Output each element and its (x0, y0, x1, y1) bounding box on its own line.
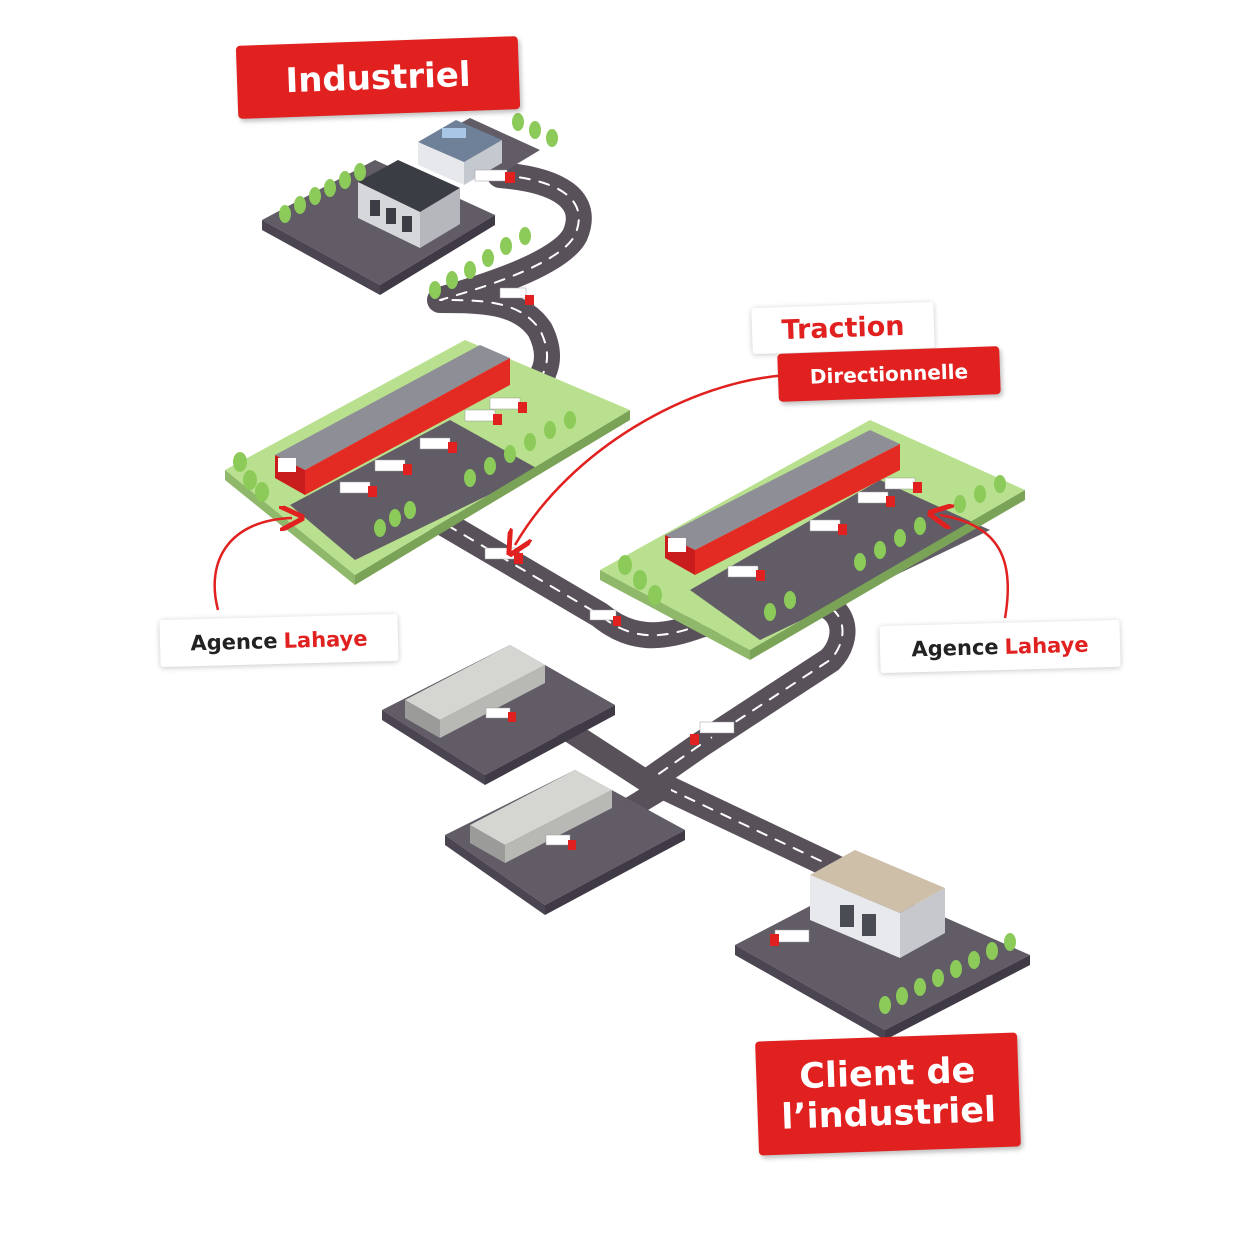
label-agence-right: Agence Lahaye (879, 619, 1121, 674)
agence-left-trees (233, 411, 576, 537)
arrow-agence-right (940, 515, 1010, 619)
label-agence-right-name: Lahaye (1004, 632, 1089, 659)
industriel-office-building (418, 120, 502, 185)
client-trees (879, 933, 1016, 1014)
industriel-trucks (474, 169, 534, 305)
label-agence-left-prefix: Agence (190, 628, 278, 655)
label-traction-text: Traction (781, 310, 905, 346)
agence-right-trucks (727, 477, 922, 581)
site-warehouse-upper (382, 645, 615, 785)
road-main-to-client (637, 732, 853, 883)
site-warehouse-lower (445, 770, 685, 915)
label-client: Client de l’industriel (755, 1032, 1021, 1156)
agence-left-warehouse (275, 345, 510, 495)
label-industriel-text: Industriel (284, 54, 472, 101)
label-client-line2: l’industriel (780, 1090, 997, 1138)
label-industriel: Industriel (235, 36, 521, 119)
industriel-trees (279, 113, 558, 299)
label-client-line1: Client de (798, 1050, 976, 1097)
site-agence-right (600, 420, 1025, 660)
label-directionnelle-text: Directionnelle (809, 359, 969, 389)
arrow-agence-left (213, 518, 292, 611)
label-agence-left: Agence Lahaye (159, 613, 399, 668)
label-directionnelle: Directionnelle (777, 346, 1001, 402)
agence-right-trees (618, 475, 1006, 621)
agence-left-trucks (339, 397, 527, 497)
site-agence-left (225, 340, 630, 585)
arrows (213, 373, 1010, 619)
agence-right-warehouse (665, 430, 900, 575)
site-industriel (262, 113, 558, 305)
industriel-main-building (358, 160, 460, 248)
label-traction: Traction (751, 301, 935, 355)
arrow-traction (515, 373, 791, 545)
client-building (810, 850, 945, 958)
label-agence-right-prefix: Agence (911, 634, 999, 661)
label-agence-left-name: Lahaye (283, 626, 368, 653)
site-client (735, 850, 1030, 1040)
